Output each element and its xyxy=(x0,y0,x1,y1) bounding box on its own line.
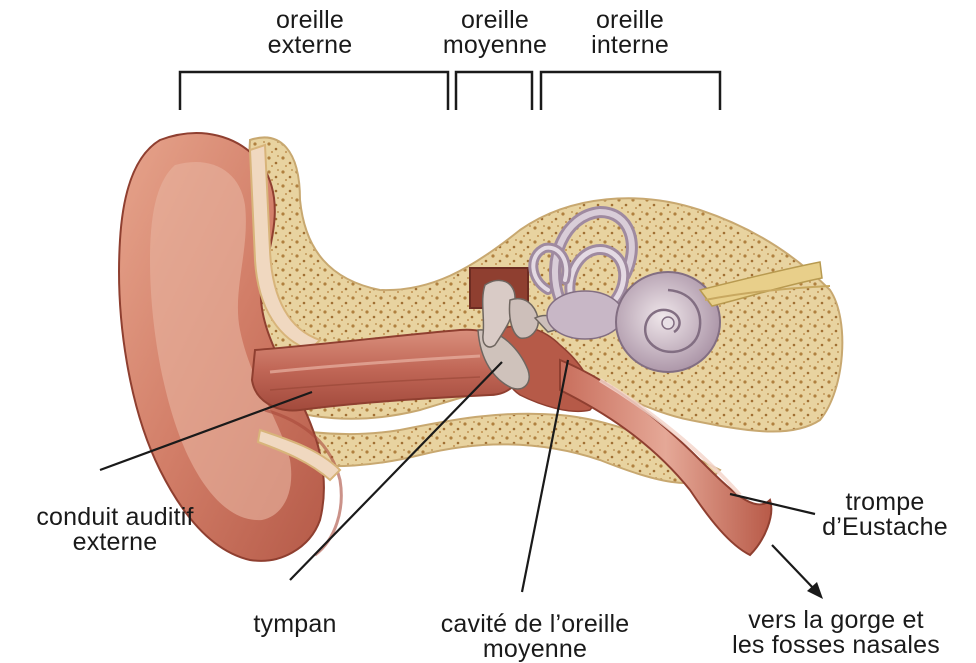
bracket-outer xyxy=(180,72,448,110)
bracket-inner xyxy=(541,72,720,110)
label-eardrum: tympan xyxy=(235,612,355,637)
arrow-to-throat xyxy=(772,545,823,599)
cochlea xyxy=(616,272,720,372)
bracket-middle xyxy=(456,72,532,110)
section-brackets xyxy=(180,72,720,110)
vestibule xyxy=(547,291,623,339)
temporal-bone xyxy=(240,138,842,484)
